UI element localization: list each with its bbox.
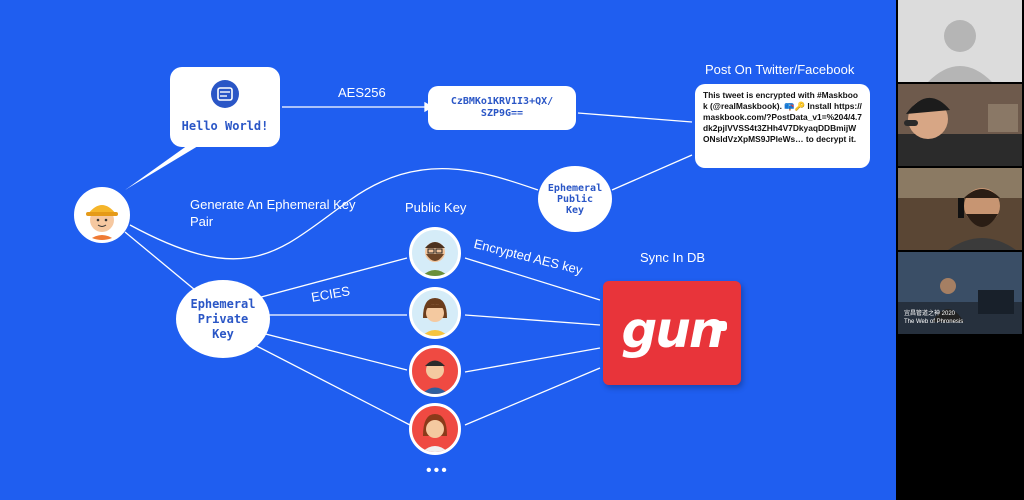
participant-tile-3[interactable] — [898, 168, 1022, 250]
ciphertext-box: CzBMKo1KRV1I3+QX/ SZP9G== — [428, 86, 576, 130]
presentation-slide: Hello World! AES256 CzBMKo1KRV1I3+QX/ SZ… — [0, 0, 896, 500]
sync-in-db-label: Sync In DB — [640, 250, 706, 265]
participant-sidebar: 宜昌管道之神 2020 The Web of Phronesis — [896, 0, 1024, 500]
gun-logo-mark-icon — [713, 321, 727, 331]
user-placeholder-icon — [898, 0, 1022, 82]
post-title: Post On Twitter/Facebook — [705, 62, 855, 77]
recipient-avatar-3 — [409, 345, 461, 397]
generate-key-label: Generate An Ephemeral Key Pair — [190, 197, 356, 229]
public-key-label: Public Key — [405, 200, 467, 215]
aes-label: AES256 — [338, 85, 386, 100]
message-icon — [211, 80, 239, 108]
participant-tile-4[interactable]: 宜昌管道之神 2020 The Web of Phronesis — [898, 252, 1022, 334]
ephemeral-public-key-text: Ephemeral Public Key — [547, 182, 603, 216]
man-icon — [422, 360, 448, 394]
ephemeral-private-key-text: Ephemeral Private Key — [190, 296, 256, 341]
woman-red-hair-icon — [422, 414, 448, 452]
more-recipients-indicator: ••• — [426, 462, 449, 479]
conference-caption-line1: 宜昌管道之神 2020 — [904, 311, 956, 317]
participant-video-icon — [898, 84, 1022, 166]
hello-world-text: Hello World! — [181, 119, 269, 133]
diagram-connectors — [124, 101, 693, 426]
ciphertext-text: CzBMKo1KRV1I3+QX/ SZP9G== — [450, 96, 554, 119]
tweet-text: This tweet is encrypted with #Maskbook (… — [703, 90, 862, 144]
participant-video-icon — [898, 168, 1022, 250]
participant-tile-1[interactable] — [898, 0, 1022, 82]
participant-video-icon — [898, 252, 1022, 334]
woman-icon — [422, 298, 448, 336]
bearded-man-icon — [422, 242, 448, 276]
gun-db-logo: gun — [603, 281, 741, 385]
tweet-box: This tweet is encrypted with #Maskbook (… — [695, 84, 870, 168]
ephemeral-public-key-node: Ephemeral Public Key — [538, 166, 612, 232]
worker-person-icon — [86, 205, 118, 240]
recipient-avatar-1 — [409, 227, 461, 279]
recipient-avatar-2 — [409, 287, 461, 339]
conference-caption-line2: The Web of Phronesis — [904, 319, 964, 325]
recipient-avatar-4 — [409, 403, 461, 455]
participant-tile-2[interactable] — [898, 84, 1022, 166]
gun-logo-text: gun — [621, 301, 725, 359]
ephemeral-private-key-node: Ephemeral Private Key — [176, 280, 270, 358]
message-bubble: Hello World! — [170, 67, 280, 147]
sender-avatar — [74, 187, 130, 243]
